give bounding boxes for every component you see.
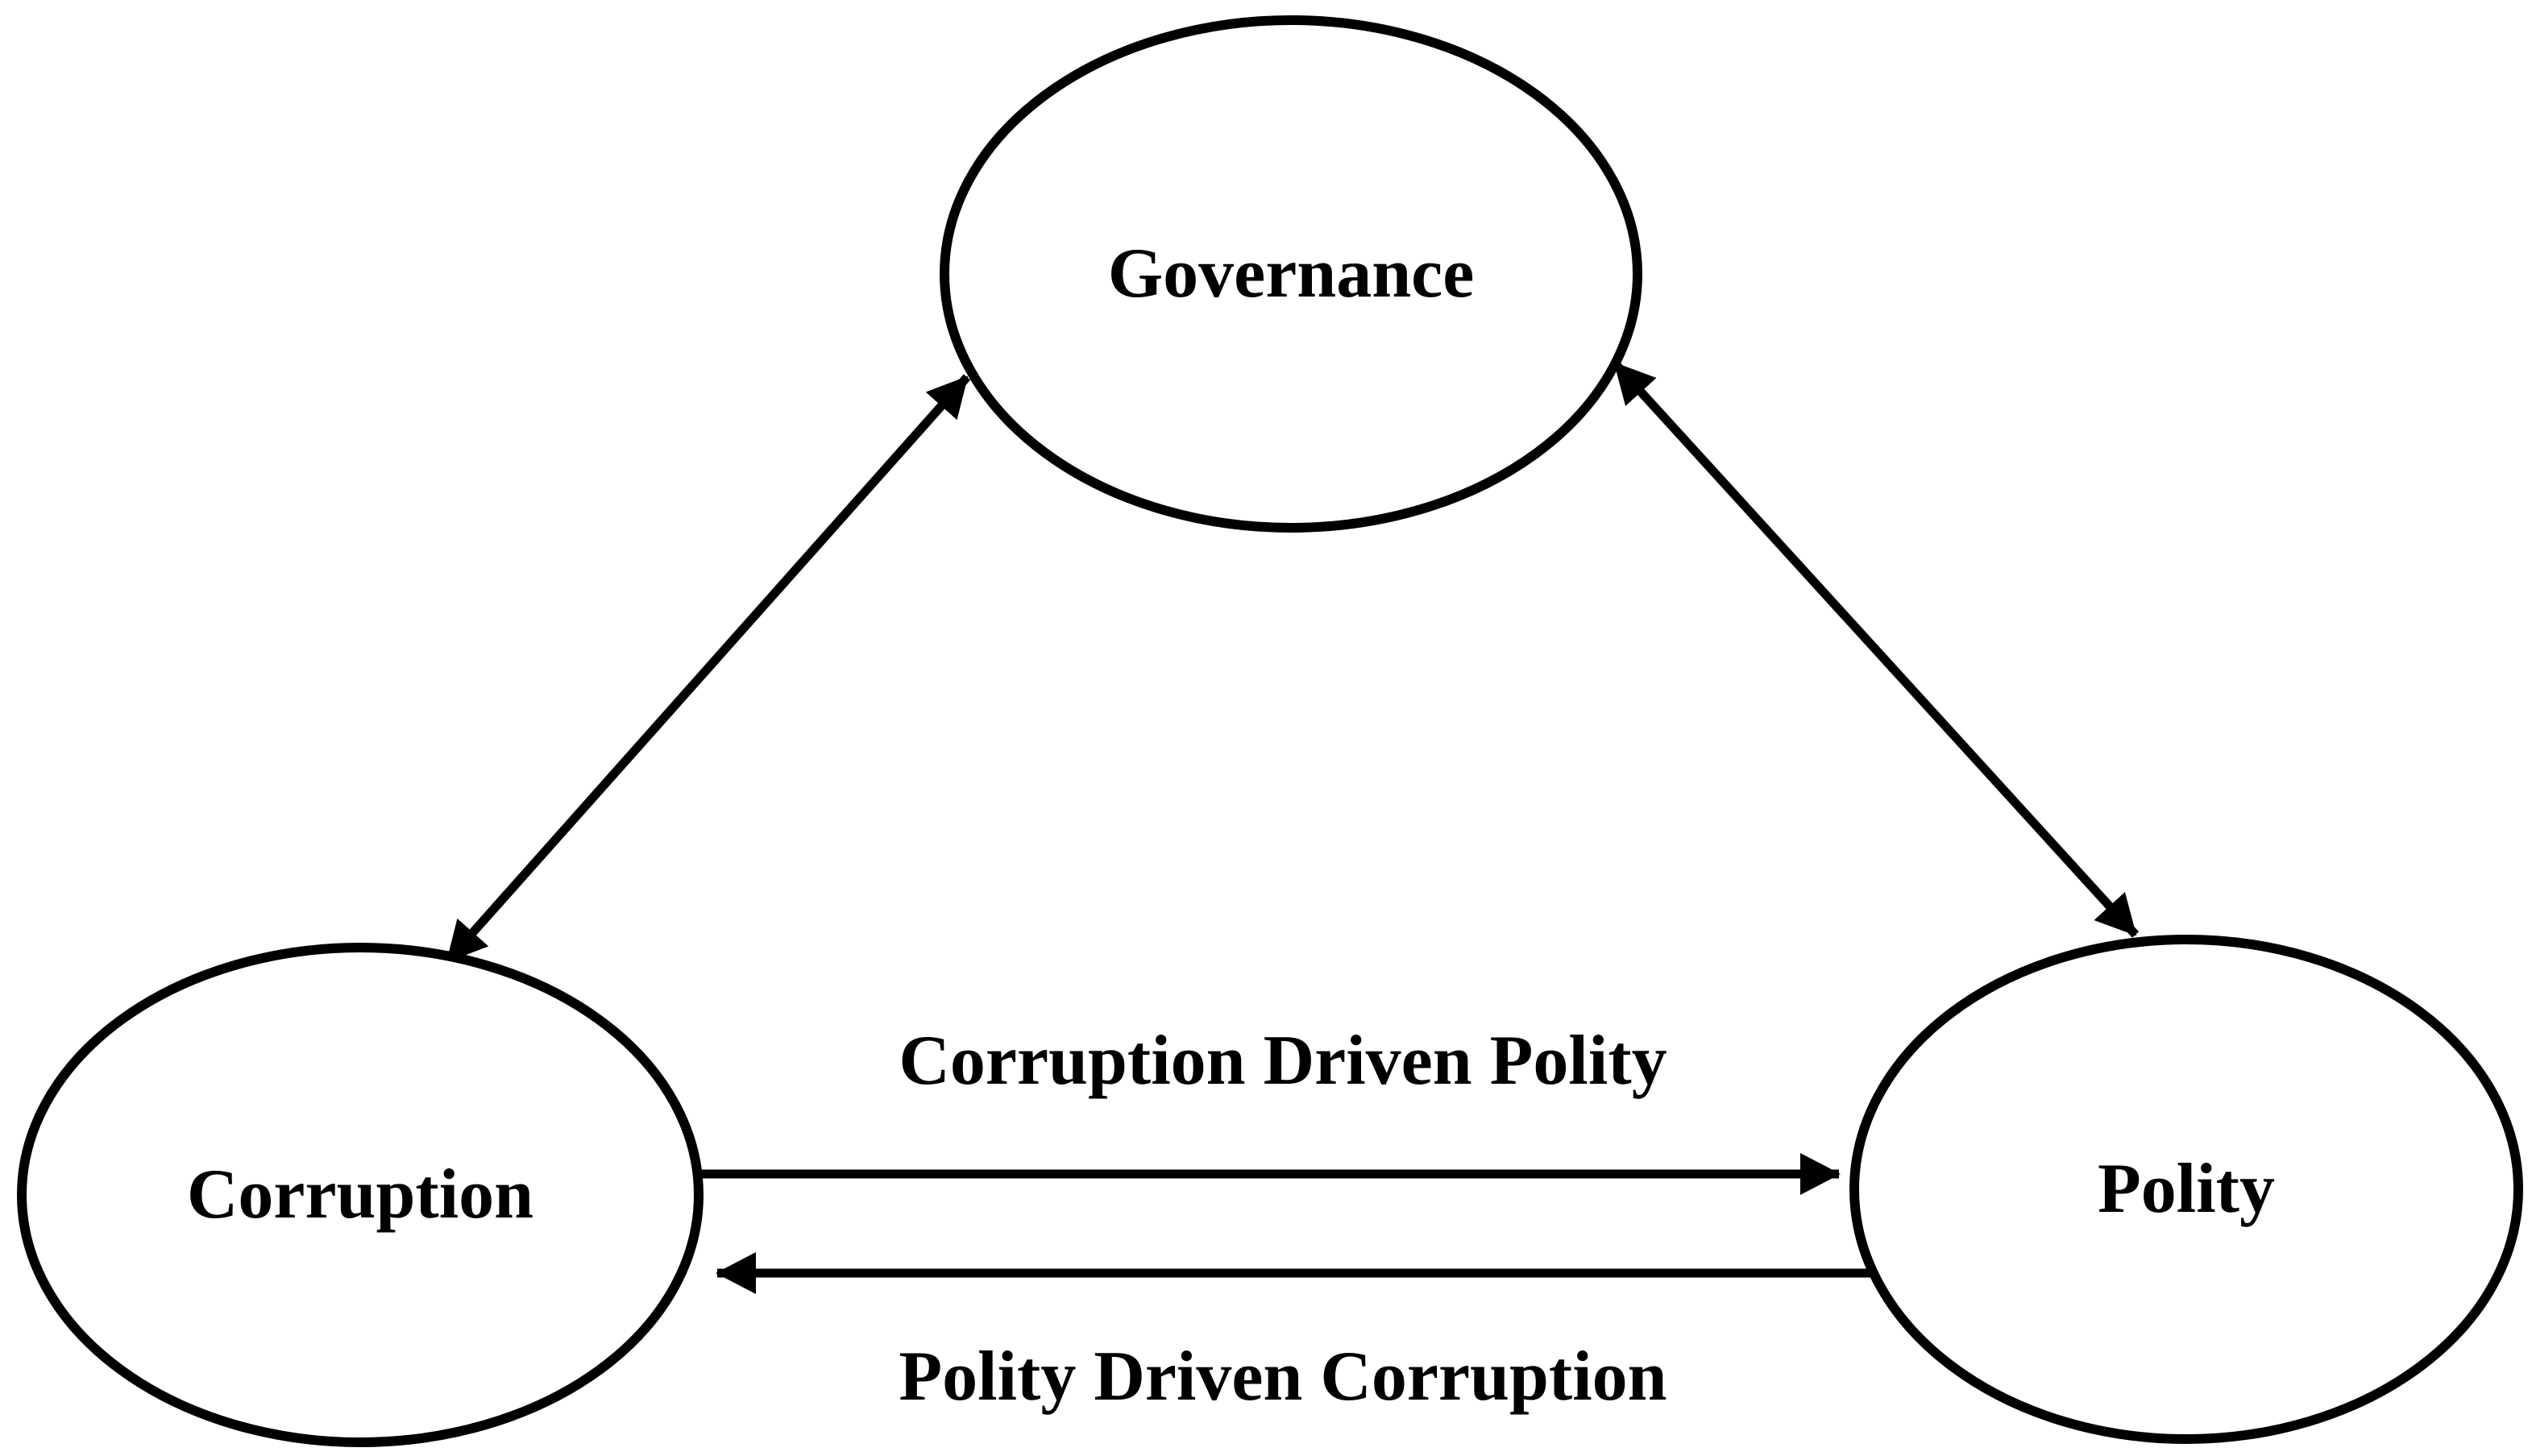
edge-label-polity-driven-corruption: Polity Driven Corruption bbox=[899, 1338, 1667, 1416]
node-corruption bbox=[17, 943, 704, 1447]
node-governance bbox=[940, 15, 1642, 533]
edge-label-corruption-driven-polity: Corruption Driven Polity bbox=[899, 1022, 1667, 1100]
node-polity bbox=[1849, 935, 2523, 1444]
edge-governance-polity-bidirectional-arrow bbox=[1611, 360, 2140, 938]
node-polity-label: Polity bbox=[2098, 1150, 2275, 1228]
edge-corruption-governance-bidirectional-arrow bbox=[443, 374, 971, 964]
node-governance-label: Governance bbox=[1108, 234, 1475, 313]
node-corruption-label: Corruption bbox=[187, 1155, 533, 1234]
